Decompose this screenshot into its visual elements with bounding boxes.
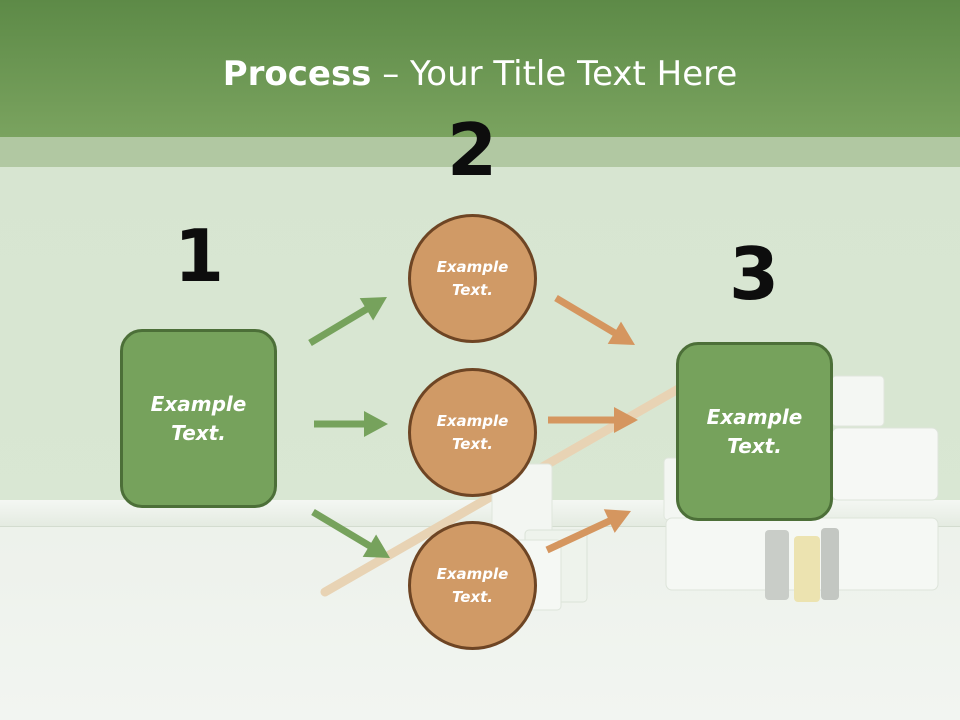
arrow-start-to-bottom [311, 509, 390, 558]
arrow-top-to-end [554, 295, 635, 345]
middle-circle-top-label: Example Text. [436, 257, 509, 299]
step-number-1: 1 [173, 214, 225, 298]
arrow-bottom-to-end [545, 509, 631, 554]
paint-bottle [765, 530, 789, 600]
arrow-center-to-end [548, 407, 638, 433]
paint-bottle [794, 536, 820, 602]
title-rest: – Your Title Text Here [371, 54, 738, 94]
arrow-start-to-top [308, 297, 387, 346]
step-number-3: 3 [728, 232, 780, 316]
header-bar [0, 0, 960, 137]
paint-bottle [821, 528, 839, 600]
middle-circle-top: Example Text. [408, 214, 537, 343]
middle-circle-center: Example Text. [408, 368, 537, 497]
end-box: Example Text. [676, 342, 833, 521]
arrow-start-to-center [314, 411, 388, 437]
end-box-label: Example Text. [706, 404, 803, 458]
slide-title: Process – Your Title Text Here [0, 52, 960, 96]
step-number-2: 2 [446, 108, 498, 192]
middle-circle-bottom-label: Example Text. [436, 564, 509, 606]
middle-circle-bottom: Example Text. [408, 521, 537, 650]
start-box-label: Example Text. [150, 391, 247, 445]
start-box: Example Text. [120, 329, 277, 508]
middle-circle-center-label: Example Text. [436, 411, 509, 453]
title-bold: Process [222, 54, 372, 94]
header-band [0, 137, 960, 167]
